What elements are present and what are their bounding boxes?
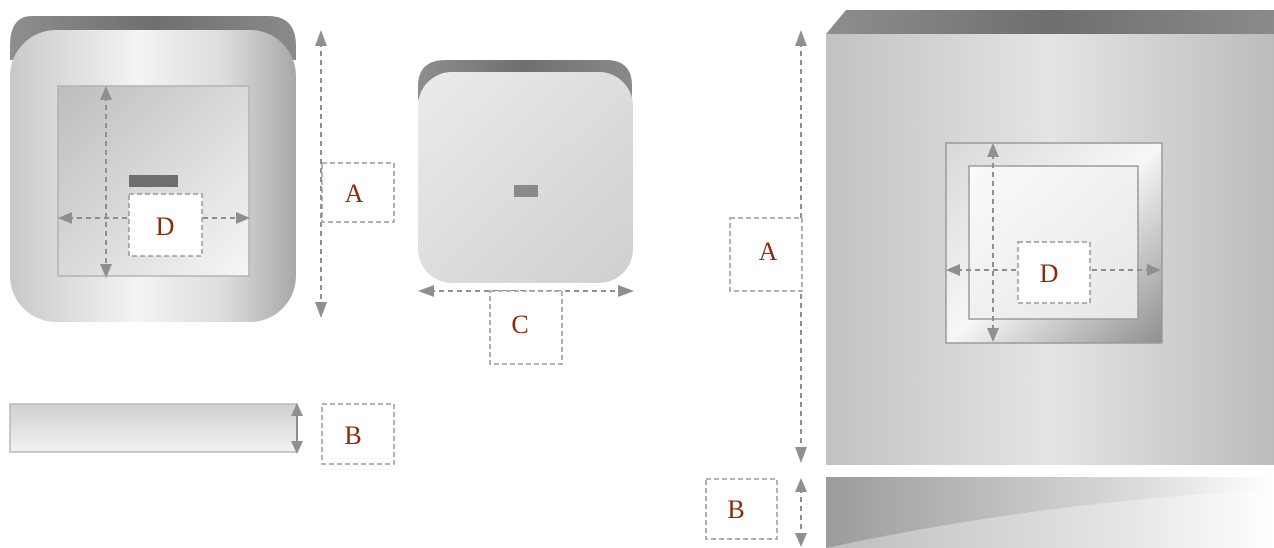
right-opening-dimension: D — [946, 143, 1161, 342]
right-height-dimension: A — [729, 30, 807, 463]
left-thickness: B — [9, 403, 395, 465]
right-panel — [826, 10, 1274, 465]
right-opening-label: D — [1040, 259, 1059, 288]
middle-plate-slot — [514, 185, 538, 197]
left-height-label: A — [345, 179, 364, 208]
left-opening-dimension: D — [58, 86, 250, 278]
right-thickness-bar — [826, 477, 1274, 548]
left-height-dimension: A — [315, 30, 395, 318]
middle-plate-body — [418, 72, 633, 283]
middle-width-dimension: C — [418, 285, 634, 365]
middle-width-label: C — [511, 310, 528, 339]
left-opening-label: D — [156, 212, 175, 241]
right-thickness: B — [705, 477, 1274, 548]
right-thickness-label: B — [727, 495, 744, 524]
left-thickness-bar — [9, 403, 298, 453]
right-panel-top-edge — [826, 10, 1274, 34]
middle-plate — [418, 60, 633, 283]
left-thickness-label: B — [344, 421, 361, 450]
right-height-label: A — [759, 237, 778, 266]
left-frame — [10, 16, 296, 322]
left-frame-slot — [129, 175, 178, 187]
